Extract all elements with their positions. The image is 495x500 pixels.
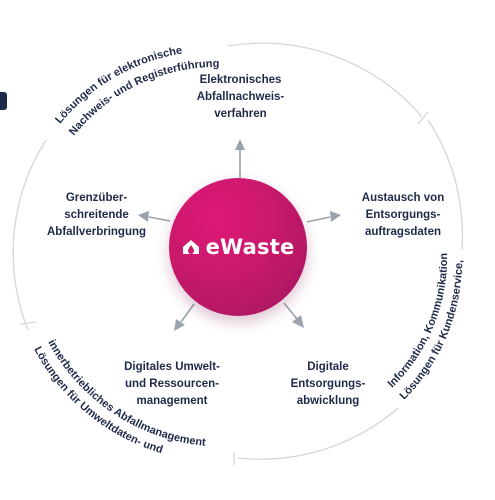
arrow-down-right (283, 302, 304, 328)
hub-arrows (138, 139, 341, 331)
outer-ring (12, 42, 464, 465)
corner-mark (0, 92, 7, 110)
node-label-bottom-left: Digitales Umwelt- und Ressourcen- manage… (124, 361, 220, 407)
arrow-left (138, 211, 171, 222)
arrow-right (306, 211, 341, 223)
hub-circle: eWaste (169, 178, 307, 316)
arrow-up (235, 139, 245, 178)
node-label-top: Elektronisches Abfallnachweis- verfahren (196, 74, 285, 120)
ring-label-top-left-line1: Lösungen für elektronische (53, 44, 183, 125)
ring-segment-top (227, 42, 423, 118)
ring-segment-left (12, 139, 47, 331)
node-label-right: Austausch von Entsorgungs- auftragsdaten (361, 192, 445, 238)
ring-segment-right-top (427, 119, 464, 251)
ring-tick (417, 111, 429, 125)
house-drop-icon (182, 240, 199, 254)
ring-label-right-line2: Information, Kommunikation (386, 253, 450, 390)
hub-brand: eWaste (182, 235, 295, 259)
hub-label: eWaste (205, 235, 295, 259)
node-label-left: Grenzüber- schreitende Abfallverbringung (46, 192, 147, 238)
ring-segment-bottom (237, 407, 399, 460)
arrow-down-left (174, 303, 195, 331)
node-label-bottom-right: Digitale Entsorgungs- abwicklung (290, 361, 366, 407)
ring-tick (19, 321, 37, 325)
